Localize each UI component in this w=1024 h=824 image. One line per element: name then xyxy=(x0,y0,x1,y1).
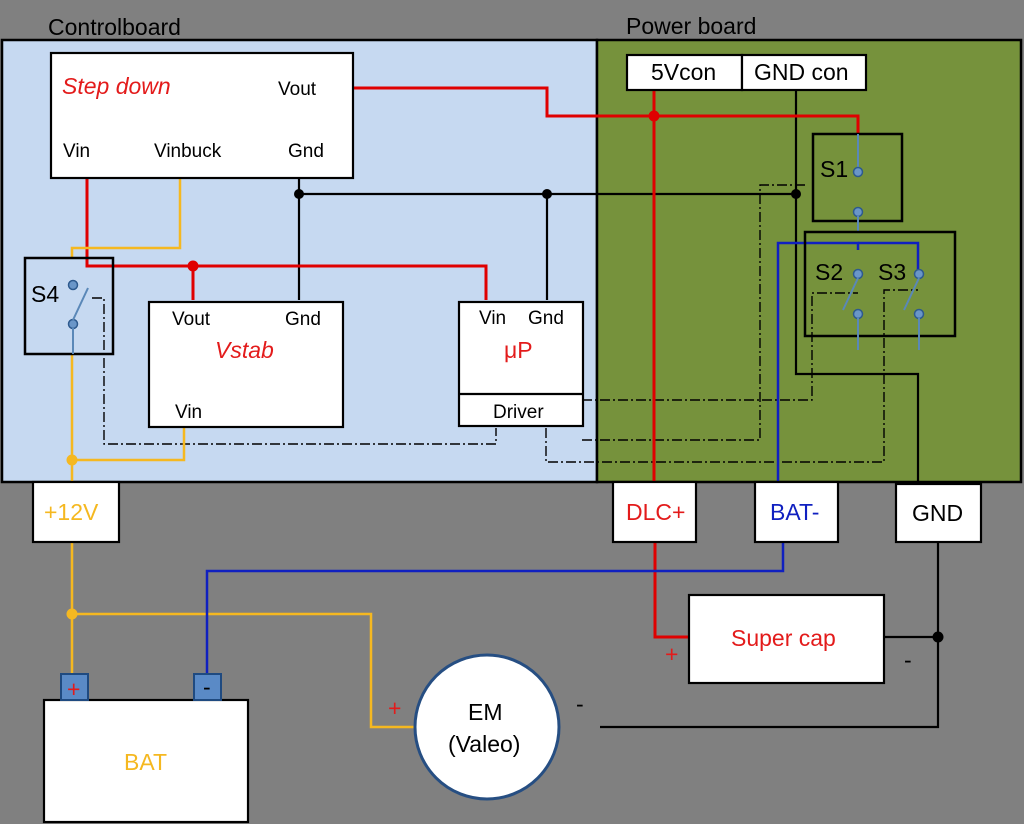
connector-gnd-con-label: GND con xyxy=(754,59,849,85)
battery-label: BAT xyxy=(124,749,167,775)
battery-minus-sign: - xyxy=(203,674,211,700)
step-down-vin: Vin xyxy=(63,141,90,162)
power-board-area xyxy=(595,38,1023,484)
connector-gnd xyxy=(894,482,983,544)
junction-dot xyxy=(187,260,199,272)
switch-s3-pin-bottom xyxy=(913,308,925,320)
ground-wires xyxy=(297,90,940,729)
switch-s2-pin-top xyxy=(852,268,864,280)
step-down-title: Step down xyxy=(62,73,171,99)
red-wires xyxy=(85,86,860,639)
junction-dot xyxy=(66,454,78,466)
connector-12v xyxy=(31,480,121,544)
step-down-gnd: Gnd xyxy=(288,141,324,162)
switch-s4-label: S4 xyxy=(31,281,59,307)
switch-s2-label: S2 xyxy=(815,259,843,285)
battery-box xyxy=(42,698,250,824)
connector-12v-label: +12V xyxy=(44,499,99,525)
switch-s3-lever xyxy=(903,277,920,311)
control-board-title: Controlboard xyxy=(48,14,181,40)
connector-gnd-label: GND xyxy=(912,500,963,526)
motor-label-line2: (Valeo) xyxy=(448,731,520,757)
switch-s4-box xyxy=(23,256,115,356)
battery-plus-terminal xyxy=(60,673,89,701)
switch-s2-pin-bottom xyxy=(852,308,864,320)
switch-s3-label: S3 xyxy=(878,259,906,285)
supercap-plus-sign: + xyxy=(665,641,678,667)
vstab-gnd: Gnd xyxy=(285,309,321,330)
motor-circle xyxy=(413,653,561,801)
supercap-box xyxy=(687,593,886,685)
vstab-title: Vstab xyxy=(215,337,274,363)
battery-minus-terminal xyxy=(193,673,222,701)
junction-dot xyxy=(648,110,660,122)
switch-s2-s3-box xyxy=(803,230,957,338)
blue-wires xyxy=(205,241,920,674)
power-board-title: Power board xyxy=(626,13,756,39)
connector-bat-minus xyxy=(753,480,840,544)
junction-dots xyxy=(66,110,944,643)
connector-gnd-con xyxy=(740,53,868,92)
switch-s2-lever xyxy=(842,277,859,311)
switch-s3-pin-top xyxy=(913,268,925,280)
vstab-box xyxy=(147,300,345,429)
switch-s4-pin-top xyxy=(67,279,79,291)
connector-5vcon-label: 5Vcon xyxy=(651,59,716,85)
step-down-vout: Vout xyxy=(278,79,317,100)
junction-dot xyxy=(294,189,304,199)
up-title: μP xyxy=(504,337,533,363)
battery-plus-sign: + xyxy=(67,676,80,702)
up-driver: Driver xyxy=(493,402,544,423)
switch-s4-lever xyxy=(72,287,89,321)
connector-bat-minus-label: BAT- xyxy=(770,499,819,525)
supercap-minus-sign: - xyxy=(904,647,912,673)
supercap-label: Super cap xyxy=(731,625,836,651)
up-box xyxy=(457,300,585,428)
up-vin: Vin xyxy=(479,308,506,329)
switch-s1-label: S1 xyxy=(820,156,848,182)
motor-minus-sign: - xyxy=(576,691,584,717)
control-signal-lines xyxy=(92,184,918,463)
step-down-vinbuck: Vinbuck xyxy=(154,141,222,162)
vstab-vin: Vin xyxy=(175,402,202,423)
connector-dlc-label: DLC+ xyxy=(626,499,685,525)
up-gnd: Gnd xyxy=(528,308,564,329)
junction-dot xyxy=(66,608,78,620)
step-down-box xyxy=(49,51,355,180)
switch-s4-pin-bottom xyxy=(67,318,79,330)
junction-dot xyxy=(791,189,801,199)
connector-5vcon xyxy=(625,53,744,92)
switch-s1-pin-top xyxy=(852,166,864,178)
switch-s1-pin-bottom xyxy=(852,206,864,218)
yellow-wires xyxy=(70,178,415,729)
motor-label-line1: EM xyxy=(468,699,503,725)
vstab-vout: Vout xyxy=(172,309,211,330)
connector-dlc xyxy=(611,480,698,544)
junction-dot xyxy=(932,631,944,643)
motor-plus-sign: + xyxy=(388,695,401,721)
junction-dot xyxy=(542,189,552,199)
